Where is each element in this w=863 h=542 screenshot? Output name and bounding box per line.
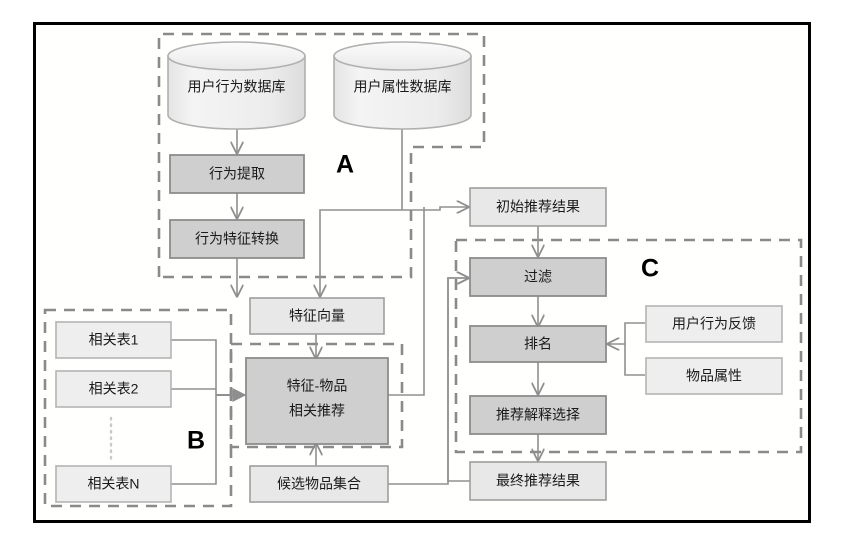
relation-table-n-label: 相关表N [87, 476, 139, 492]
node-ranking[interactable]: 排名 [469, 325, 607, 363]
node-feature-vector[interactable]: 特征向量 [249, 297, 385, 335]
candidate-item-set-label: 候选物品集合 [277, 476, 361, 492]
relation-table-2-label: 相关表2 [89, 381, 139, 397]
edge-attrdb-to-initialresult [402, 207, 468, 210]
node-relation-table-1[interactable]: 相关表1 [55, 321, 172, 359]
behavior-feature-conversion-label: 行为特征转换 [195, 231, 279, 247]
user-behavior-feedback-label: 用户行为反馈 [672, 316, 756, 332]
node-initial-rec-result[interactable]: 初始推荐结果 [469, 187, 607, 227]
edge-itemattribute-to-ranking [624, 344, 645, 376]
final-rec-result-label: 最终推荐结果 [496, 473, 580, 489]
group-c-boundary [454, 238, 803, 454]
feature-item-recommendation-label-line1: 特征-物品 [287, 378, 348, 394]
node-behavior-feature-conversion[interactable]: 行为特征转换 [169, 219, 305, 259]
initial-rec-result-label: 初始推荐结果 [496, 199, 580, 215]
edge-relationtablen-bus [171, 395, 217, 485]
feature-item-recommendation-label-line2: 相关推荐 [289, 403, 345, 419]
edge-attrdb-to-featurevector [320, 209, 402, 296]
behavior-extraction-label: 行为提取 [209, 166, 265, 182]
feature-vector-label: 特征向量 [289, 308, 345, 324]
node-user-attribute-db[interactable]: 用户属性数据库 [333, 41, 472, 130]
group-letter-a: A [336, 151, 354, 179]
user-behavior-db-label: 用户行为数据库 [188, 79, 286, 95]
filter-label: 过滤 [524, 269, 552, 285]
node-filter[interactable]: 过滤 [469, 257, 607, 297]
user-attribute-db-label: 用户属性数据库 [354, 79, 452, 95]
edge-feedback-to-ranking [624, 322, 645, 344]
node-rec-explain-select[interactable]: 推荐解释选择 [469, 395, 607, 435]
node-feature-item-recommendation[interactable]: 特征-物品 相关推荐 [245, 357, 389, 445]
node-relation-table-n[interactable]: 相关表N [55, 465, 172, 503]
node-user-behavior-db[interactable]: 用户行为数据库 [167, 41, 306, 130]
edge-finalresult-to-filter-loop [447, 278, 470, 482]
node-behavior-extraction[interactable]: 行为提取 [169, 154, 305, 194]
group-letter-b: B [187, 427, 205, 455]
node-user-behavior-feedback[interactable]: 用户行为反馈 [645, 305, 783, 343]
group-b-boundary [43, 308, 233, 508]
edge-featureitemrec-to-initialresult [388, 207, 425, 396]
relation-table-1-label: 相关表1 [89, 332, 139, 348]
rec-explain-select-label: 推荐解释选择 [496, 407, 580, 423]
group-a-boundary [157, 32, 486, 279]
edge-relationtable1-bus [171, 339, 217, 395]
item-attribute-label: 物品属性 [686, 368, 742, 384]
node-item-attribute[interactable]: 物品属性 [645, 357, 783, 395]
group-letter-c: C [641, 255, 659, 283]
node-relation-table-2[interactable]: 相关表2 [55, 370, 172, 408]
node-candidate-item-set[interactable]: 候选物品集合 [249, 465, 389, 503]
ranking-label: 排名 [524, 336, 552, 352]
node-final-rec-result[interactable]: 最终推荐结果 [469, 461, 607, 501]
